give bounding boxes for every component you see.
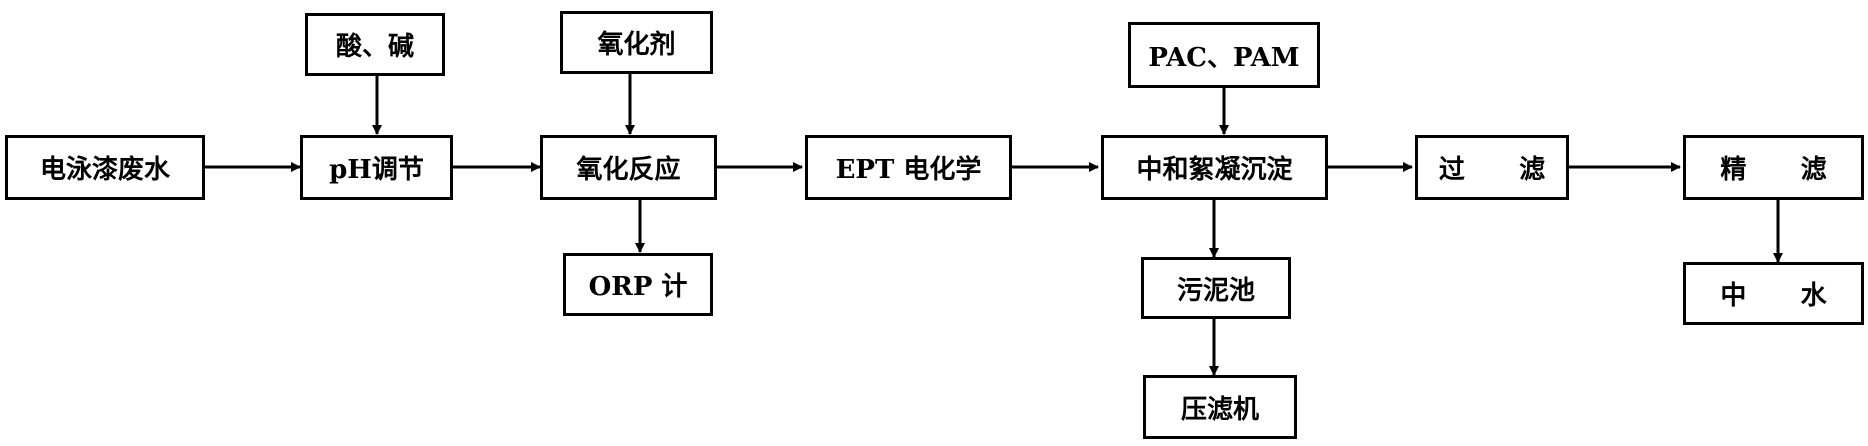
node-oxidant: 氧化剂 [560,11,713,74]
node-fine-filtration: 精 滤 [1683,135,1864,200]
node-reclaimed-water: 中 水 [1683,262,1864,325]
node-sludge-tank: 污泥池 [1141,257,1291,319]
node-acid-base: 酸、碱 [305,13,445,76]
node-ph-adjust: pH调节 [300,135,453,200]
node-pac-pam: PAC、PAM [1128,22,1320,88]
node-neutralize: 中和絮凝沉淀 [1101,135,1328,200]
node-ept: EPT 电化学 [805,135,1012,200]
node-oxidation: 氧化反应 [540,135,717,200]
node-wastewater: 电泳漆废水 [5,135,205,200]
node-filtration: 过 滤 [1415,135,1569,200]
node-orp: ORP 计 [563,253,713,316]
node-filter-press: 压滤机 [1143,375,1297,439]
